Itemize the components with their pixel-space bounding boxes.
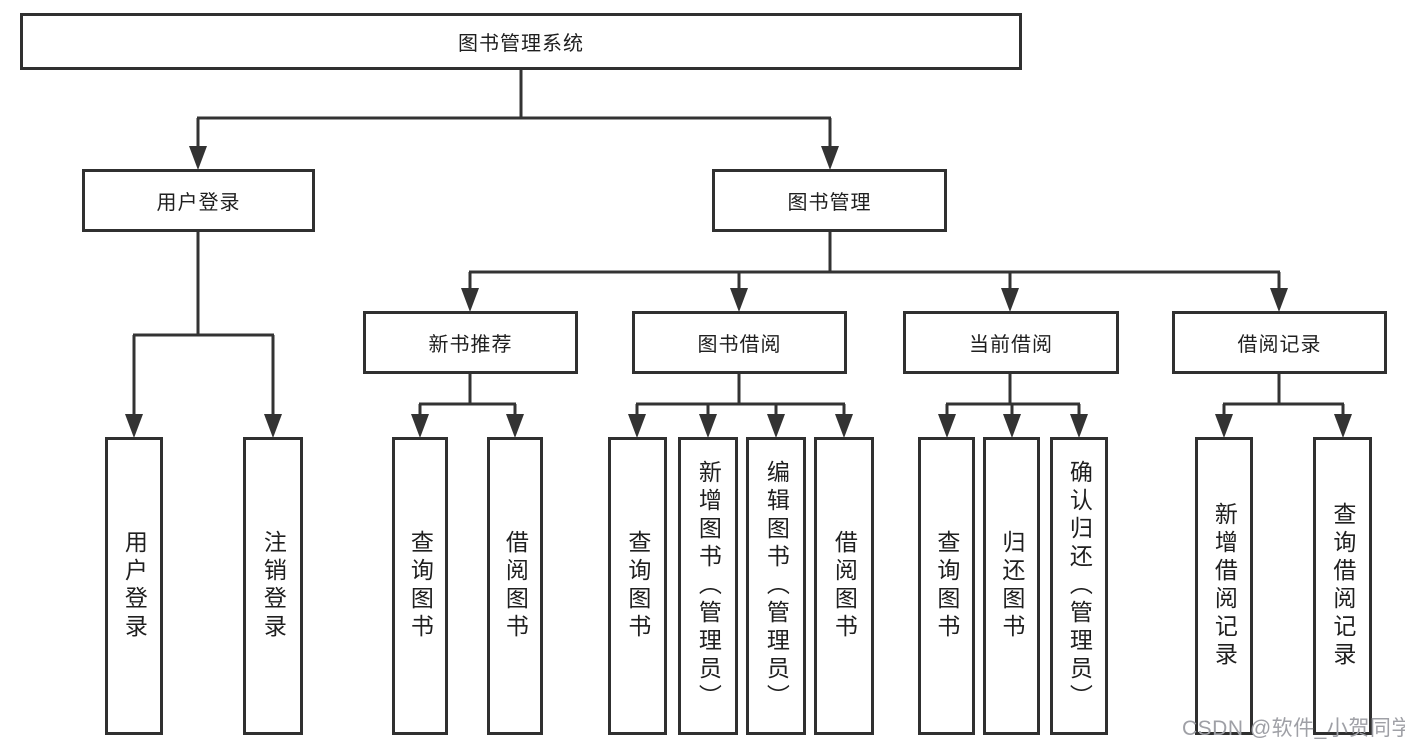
leaf-add-books-admin: 新增图书（管理员）: [678, 437, 738, 735]
arrowhead-icon: [1215, 414, 1352, 438]
leaf-query-books-borrow: 查询图书: [608, 437, 667, 735]
node-root-label: 图书管理系统: [458, 33, 584, 55]
connector-current-borrow: [945, 374, 1081, 418]
leaf-label: 新增借阅记录: [1211, 502, 1238, 670]
node-label: 当前借阅: [969, 334, 1053, 356]
arrowhead-icon: [938, 414, 1088, 438]
leaf-user-login: 用户登录: [105, 437, 163, 735]
leaf-label: 查询图书: [933, 530, 960, 642]
node-label: 新书推荐: [428, 334, 513, 356]
leaf-logout: 注销登录: [243, 437, 303, 735]
connector-user-login: [132, 232, 275, 418]
leaf-label: 新增图书（管理员）: [695, 460, 722, 712]
leaf-query-books-current: 查询图书: [918, 437, 975, 735]
leaf-borrow-books-recommend: 借阅图书: [487, 437, 543, 735]
leaf-query-books-recommend: 查询图书: [392, 437, 448, 735]
leaf-edit-books-admin: 编辑图书（管理员）: [746, 437, 806, 735]
leaf-confirm-return-admin: 确认归还（管理员）: [1050, 437, 1108, 735]
watermark: CSDN @软件_小贺同学: [1182, 717, 1405, 740]
node-borrow-records: 借阅记录: [1172, 311, 1387, 374]
node-label: 图书借阅: [697, 334, 782, 356]
connector-root: [196, 70, 832, 150]
arrowhead-icon: [628, 414, 853, 438]
leaf-label: 编辑图书（管理员）: [763, 460, 790, 712]
node-label: 借阅记录: [1237, 334, 1322, 356]
leaf-label: 借阅图书: [502, 530, 529, 642]
leaf-label: 查询图书: [624, 530, 651, 642]
connector-new-book: [418, 374, 517, 418]
connector-borrow-records: [1222, 374, 1345, 418]
arrowhead-icon: [461, 288, 1288, 312]
leaf-borrow-books: 借阅图书: [814, 437, 874, 735]
leaf-label: 借阅图书: [831, 530, 858, 642]
leaf-label: 归还图书: [998, 530, 1025, 642]
arrowhead-icon: [411, 414, 524, 438]
node-book-borrow: 图书借阅: [632, 311, 847, 374]
leaf-label: 查询图书: [407, 530, 434, 642]
leaf-label: 确认归还（管理员）: [1066, 460, 1093, 712]
connector-book-borrow: [635, 374, 846, 418]
node-new-book-recommend: 新书推荐: [363, 311, 578, 374]
leaf-add-borrow-record: 新增借阅记录: [1195, 437, 1253, 735]
leaf-label: 查询借阅记录: [1329, 502, 1356, 670]
node-label: 图书管理: [787, 192, 872, 214]
leaf-return-books: 归还图书: [983, 437, 1040, 735]
node-root: 图书管理系统: [20, 13, 1022, 70]
leaf-query-borrow-record: 查询借阅记录: [1313, 437, 1372, 735]
node-label: 用户登录: [156, 192, 241, 214]
arrowhead-icon: [125, 414, 282, 438]
node-current-borrow: 当前借阅: [903, 311, 1119, 374]
connector-book-management: [468, 232, 1281, 292]
node-book-management: 图书管理: [712, 169, 947, 232]
arrowhead-icon: [189, 146, 839, 170]
node-user-login: 用户登录: [82, 169, 315, 232]
leaf-label: 用户登录: [121, 530, 148, 642]
leaf-label: 注销登录: [260, 530, 287, 642]
